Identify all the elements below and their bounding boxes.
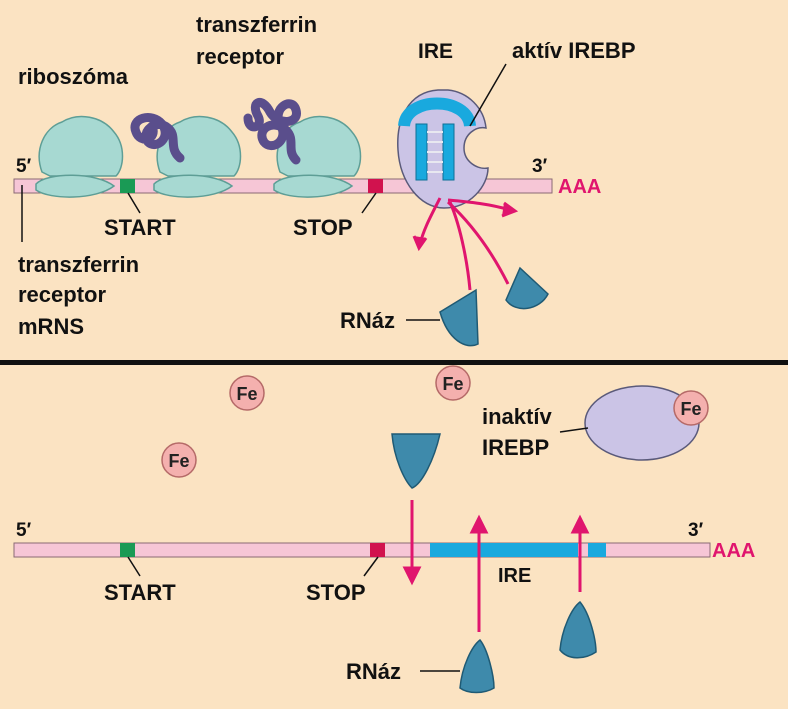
- panel-divider: [0, 360, 788, 365]
- label-inactive-line2: IREBP: [482, 435, 549, 460]
- start-codon-marker-bottom: [120, 543, 135, 557]
- label-ire-bottom: IRE: [498, 565, 531, 587]
- iron-atom: Fe: [435, 365, 471, 401]
- rnase-top: [505, 266, 549, 310]
- svg-text:Fe: Fe: [168, 451, 189, 471]
- svg-text:Fe: Fe: [680, 399, 701, 419]
- rnase-arrows-top: [412, 197, 519, 291]
- receptor-protein-chain: [130, 113, 185, 163]
- label-ire-top: IRE: [418, 40, 453, 63]
- rnase-arrows-bottom: [402, 500, 590, 632]
- label-stop-top: STOP: [293, 215, 353, 240]
- stop-codon-marker-top: [368, 179, 383, 193]
- label-mrna-line1: transzferrin: [18, 252, 139, 277]
- label-start-top: START: [104, 215, 176, 240]
- three-prime-bottom: 3′: [688, 520, 704, 541]
- leader-line: [363, 556, 379, 577]
- ire-region: [430, 543, 578, 557]
- start-codon-marker-top: [120, 179, 135, 193]
- leader-line: [361, 192, 377, 214]
- label-rnase-bottom: RNáz: [346, 659, 401, 684]
- five-prime-bottom: 5′: [16, 520, 32, 541]
- label-inactive-line1: inaktív: [482, 404, 552, 429]
- leader-line: [127, 192, 141, 214]
- leader-line: [559, 427, 589, 433]
- svg-text:Fe: Fe: [442, 374, 463, 394]
- ire-region: [588, 543, 606, 557]
- ribosome: [35, 115, 124, 198]
- three-prime-top: 3′: [532, 156, 548, 177]
- svg-text:Fe: Fe: [236, 384, 257, 404]
- five-prime-top: 5′: [16, 156, 32, 177]
- rnase-bottom: [391, 433, 441, 489]
- receptor-protein-chain: [243, 98, 301, 165]
- poly-a-bottom: AAA: [712, 540, 755, 562]
- label-rnase-top: RNáz: [340, 308, 395, 333]
- bottom-panel: Fe Fe Fe Fe inaktív IREBP: [13, 365, 755, 694]
- label-stop-bottom: STOP: [306, 580, 366, 605]
- rnase-bottom: [459, 638, 495, 694]
- iron-atom: Fe: [161, 442, 197, 478]
- rnase-bottom: [559, 600, 597, 659]
- label-mrna-line3: mRNS: [18, 314, 84, 339]
- label-receptor-line1: transzferrin: [196, 12, 317, 37]
- label-receptor-line2: receptor: [196, 44, 284, 69]
- label-ribosome: riboszóma: [18, 64, 129, 89]
- top-panel: riboszóma transzferrin receptor IRE aktí…: [13, 12, 636, 347]
- poly-a-top: AAA: [558, 176, 601, 198]
- label-active-irebp: aktív IREBP: [512, 38, 636, 63]
- iron-atom: Fe: [229, 375, 265, 411]
- active-irebp-complex: [397, 89, 489, 209]
- leader-line: [469, 63, 507, 127]
- rnase-top: [439, 288, 479, 347]
- label-mrna-line2: receptor: [18, 282, 106, 307]
- label-start-bottom: START: [104, 580, 176, 605]
- iron-atom: Fe: [673, 390, 709, 426]
- leader-line: [127, 556, 141, 577]
- stop-codon-marker-bottom: [370, 543, 385, 557]
